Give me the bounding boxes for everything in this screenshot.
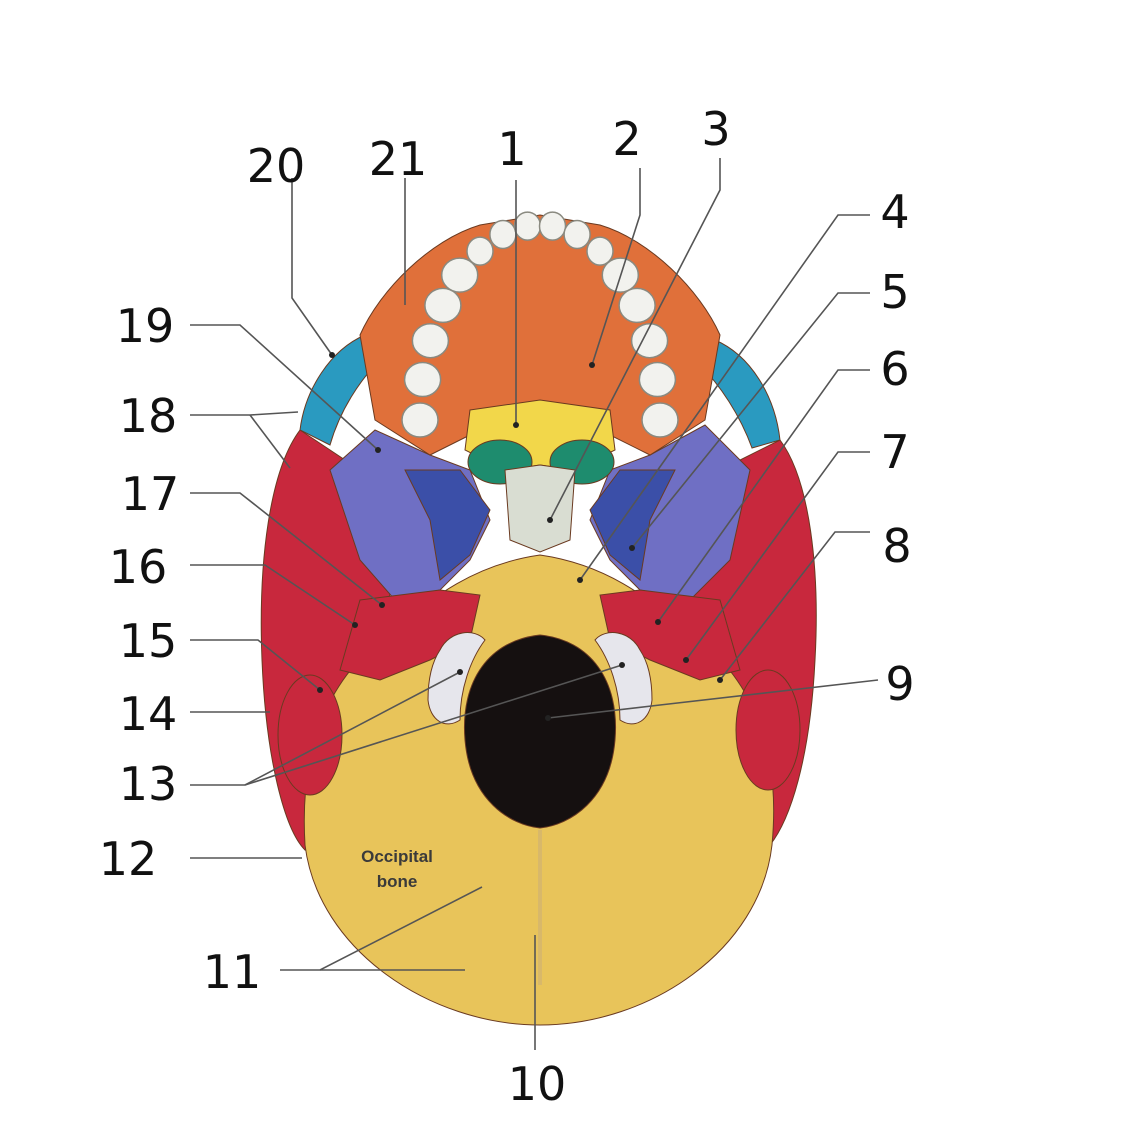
- right-pterygoid-dark: [589, 469, 676, 581]
- leader-dot-17: [379, 602, 385, 608]
- tooth: [424, 287, 462, 324]
- label-12: 12: [99, 832, 158, 886]
- label-6: 6: [880, 342, 909, 396]
- left-pterygoid-dark: [404, 469, 491, 581]
- label-21: 21: [369, 132, 428, 186]
- right-mastoid-process: [735, 669, 801, 791]
- tooth: [630, 322, 669, 359]
- foramen-magnum: [463, 634, 617, 829]
- label-10: 10: [508, 1057, 567, 1111]
- leader-9: [547, 679, 879, 719]
- skull-illustration: Occipital bone: [260, 211, 817, 1026]
- label-14: 14: [119, 687, 178, 741]
- leader-3: [549, 158, 721, 521]
- left-occipital-condyle: [427, 632, 486, 725]
- label-20: 20: [247, 139, 306, 193]
- tooth: [618, 287, 656, 324]
- label-7: 7: [880, 425, 909, 479]
- tooth: [440, 257, 479, 293]
- leader-dot-19: [375, 447, 381, 453]
- leader-dot-1: [513, 422, 519, 428]
- label-15: 15: [119, 614, 178, 668]
- leader-dot-9: [545, 715, 551, 721]
- label-19: 19: [116, 299, 175, 353]
- leader-15: [190, 639, 321, 691]
- label-2: 2: [612, 112, 641, 166]
- leader-5: [631, 292, 870, 549]
- label-4: 4: [880, 185, 909, 239]
- tooth: [401, 402, 439, 438]
- leader-dot-16: [352, 622, 358, 628]
- leader-dot-20: [329, 352, 335, 358]
- tooth: [538, 211, 567, 241]
- tooth: [513, 211, 542, 241]
- leader-17: [190, 492, 383, 606]
- leader-dot-13a: [457, 669, 463, 675]
- leader-18b: [249, 414, 291, 469]
- leader-dot-8: [717, 677, 723, 683]
- number-labels: 1 2 3 4 5 6 7 8 9 10 11 12 13 14 15 16 1…: [99, 102, 915, 1111]
- tooth: [466, 236, 494, 266]
- leader-7: [685, 451, 870, 661]
- leader-dot-3: [547, 517, 553, 523]
- tooth: [403, 361, 442, 398]
- label-13: 13: [119, 757, 178, 811]
- occipital-bone-label-line2: bone: [377, 872, 418, 891]
- leader-8: [719, 531, 870, 681]
- vomer: [504, 464, 576, 553]
- label-18: 18: [119, 389, 178, 443]
- tooth: [641, 402, 679, 438]
- label-5: 5: [880, 265, 909, 319]
- leader-dot-2: [589, 362, 595, 368]
- leader-18: [190, 411, 299, 416]
- tooth: [638, 361, 677, 398]
- label-9: 9: [885, 657, 914, 711]
- occipital-bone-label: Occipital: [361, 847, 433, 866]
- leader-13b: [244, 664, 623, 786]
- leader-dot-15: [317, 687, 323, 693]
- left-mastoid-process: [277, 674, 343, 796]
- leader-2: [591, 168, 641, 366]
- leader-lines: [190, 158, 879, 1050]
- leader-dot-6: [655, 619, 661, 625]
- tooth: [489, 219, 517, 250]
- leader-dot-7: [683, 657, 689, 663]
- tooth: [586, 236, 614, 266]
- leader-6: [657, 369, 870, 623]
- label-17: 17: [121, 467, 180, 521]
- label-1: 1: [497, 122, 526, 176]
- label-11: 11: [203, 945, 262, 999]
- label-8: 8: [882, 519, 911, 573]
- leader-dots: [317, 352, 723, 721]
- leader-20: [291, 178, 333, 356]
- leader-dot-13b: [619, 662, 625, 668]
- leader-19: [190, 324, 379, 451]
- leader-dot-5: [629, 545, 635, 551]
- leader-4: [579, 214, 870, 581]
- leader-16: [190, 564, 356, 626]
- leader-dot-4: [577, 577, 583, 583]
- tooth: [411, 322, 450, 359]
- tooth: [563, 219, 591, 250]
- label-3: 3: [701, 102, 730, 156]
- label-16: 16: [109, 540, 168, 594]
- right-occipital-condyle: [594, 632, 653, 725]
